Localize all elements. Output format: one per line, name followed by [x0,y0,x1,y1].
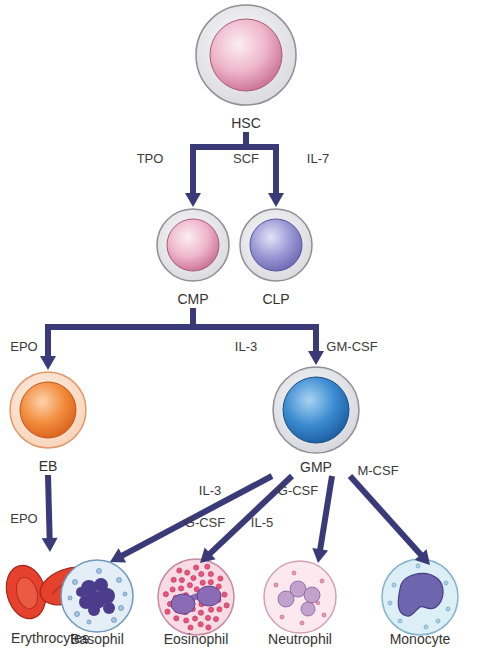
cell-label: HSC [194,115,298,132]
cell-shape [271,365,361,455]
arrow-line [48,308,193,360]
arrow-line [193,308,316,355]
cell-shape [378,557,462,637]
cell-shape [156,557,236,637]
arrow-connector [193,308,324,365]
cell-node: Monocyte [378,557,462,648]
arrow-connector [42,475,58,552]
arrow-line [320,476,332,553]
cell-shape [194,3,298,107]
arrow-head [42,538,58,552]
arrow-connector [40,308,193,370]
arrow-line [48,475,50,542]
cell-node: Eosinophil [156,557,236,648]
arrow-head [308,351,324,365]
cell-node: Neutrophil [262,559,338,648]
cell-node: CMP [155,207,231,308]
cell-node: EB [8,370,88,475]
cell-shape [8,370,88,450]
cell-label: Monocyte [378,631,462,648]
arrow-head [268,193,284,207]
cell-node: HSC [194,3,298,132]
arrow-head [200,548,216,563]
cell-label: CLP [238,291,314,308]
cytokine-label: TPO [137,151,164,166]
cell-shape [155,207,231,283]
cytokine-label: SCF [233,151,259,166]
cytokine-label: EPO [10,339,37,354]
cell-label: Eosinophil [156,631,236,648]
arrow-head [40,356,56,370]
cytokine-label: GM-CSF [326,339,377,354]
cell-node: CLP [238,207,314,308]
cytokine-label: IL-3 [235,339,257,354]
cytokine-label: G-CSF [278,483,318,498]
cell-node: GMP [271,365,361,476]
cell-node: Basophil [59,558,135,648]
cell-shape [262,559,338,635]
cell-label: Basophil [59,631,135,648]
arrow-head [185,193,201,207]
cytokine-label: EPO [10,511,37,526]
cell-label: EB [8,458,88,475]
cytokine-label: IL-7 [307,151,329,166]
arrow-connector [246,132,284,207]
cell-label: CMP [155,291,231,308]
cell-label: GMP [271,459,361,476]
arrow-head [110,548,126,562]
cytokine-label: IL-3 [199,483,221,498]
arrow-head [312,548,328,563]
cell-shape [59,558,135,634]
cytokine-label: M-CSF [357,463,398,478]
arrow-connector [185,132,246,207]
cell-shape [238,207,314,283]
cytokine-label: G-CSF [185,515,225,530]
cell-label: Neutrophil [262,631,338,648]
cytokine-label: IL-5 [251,515,273,530]
arrow-connector [350,476,430,565]
arrow-line [350,476,423,558]
